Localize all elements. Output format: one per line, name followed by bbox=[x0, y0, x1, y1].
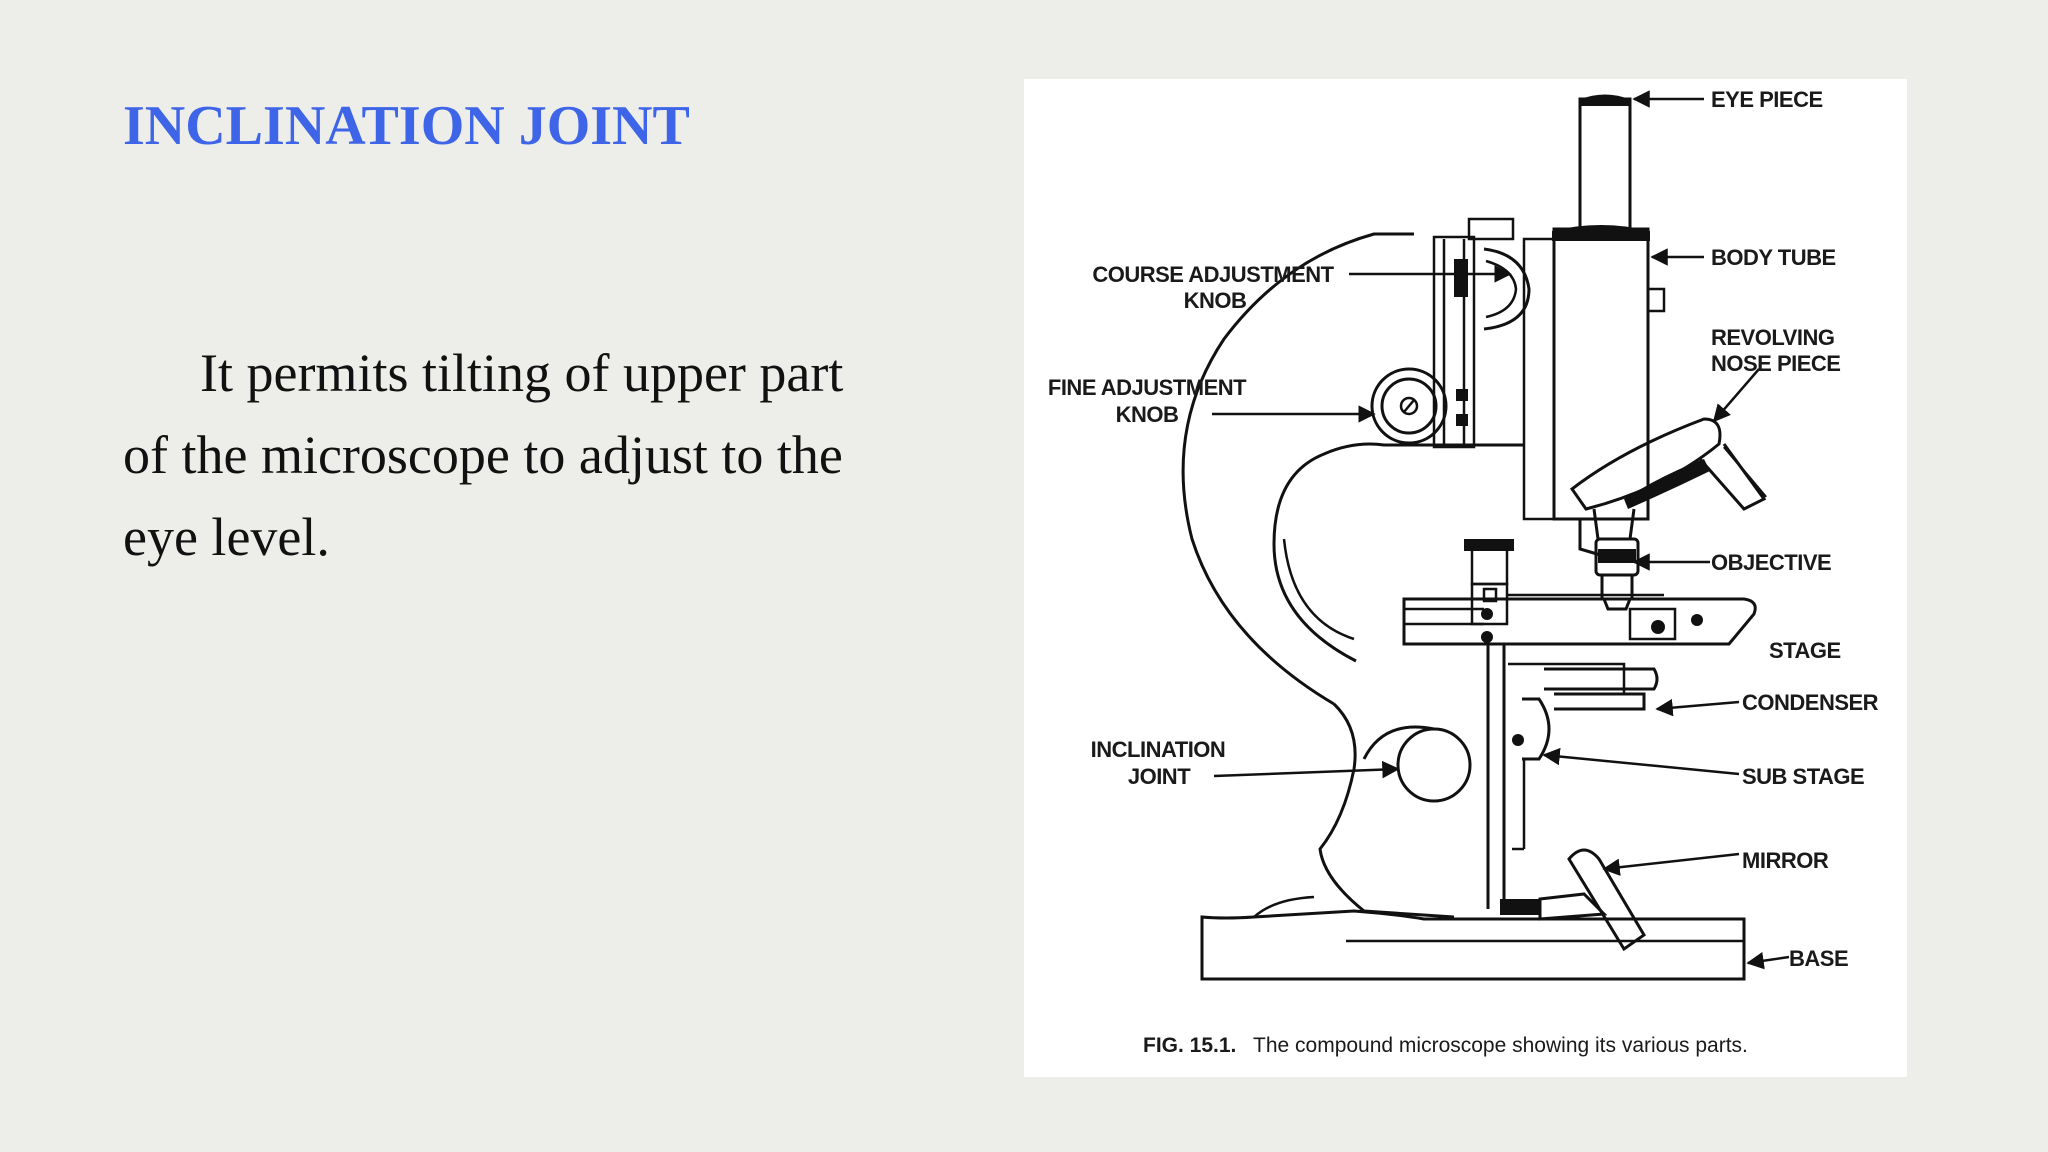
caption-text: The compound microscope showing its vari… bbox=[1253, 1034, 1748, 1057]
label-course-adjustment-line1: COURSE ADJUSTMENT bbox=[1092, 262, 1334, 287]
fine-adjustment-knob bbox=[1370, 367, 1448, 445]
caption-prefix: FIG. 15.1. bbox=[1143, 1034, 1236, 1057]
label-fine-adjustment-line2: KNOB bbox=[1116, 402, 1179, 427]
label-sub-stage: SUB STAGE bbox=[1742, 764, 1864, 789]
slide-body-text: It permits tilting of upper part of the … bbox=[123, 343, 844, 567]
slide-title: INCLINATION JOINT bbox=[123, 95, 690, 157]
figure-caption: FIG. 15.1. The compound microscope showi… bbox=[1143, 1034, 1748, 1057]
label-eye-piece: EYE PIECE bbox=[1711, 87, 1823, 112]
microscope-base bbox=[1200, 895, 1746, 981]
diagram-labels: EYE PIECE BODY TUBE REVOLVING NOSE PIECE… bbox=[1048, 87, 1879, 971]
label-inclination-line1: INCLINATION bbox=[1091, 737, 1226, 762]
microscope-drawing bbox=[1181, 94, 1767, 981]
stage bbox=[1402, 539, 1757, 646]
label-joint-line2: JOINT bbox=[1128, 764, 1191, 789]
label-stage: STAGE bbox=[1769, 638, 1841, 663]
label-condenser: CONDENSER bbox=[1742, 690, 1879, 715]
eyepiece bbox=[1578, 94, 1632, 231]
label-mirror: MIRROR bbox=[1742, 848, 1829, 873]
label-fine-adjustment-line1: FINE ADJUSTMENT bbox=[1048, 375, 1247, 400]
mirror bbox=[1500, 848, 1646, 952]
label-revolving-line1: REVOLVING bbox=[1711, 325, 1834, 350]
label-objective: OBJECTIVE bbox=[1711, 550, 1831, 575]
label-nose-piece-line2: NOSE PIECE bbox=[1711, 351, 1840, 376]
label-body-tube: BODY TUBE bbox=[1711, 245, 1836, 270]
label-course-adjustment-line2: KNOB bbox=[1184, 288, 1247, 313]
leader-lines bbox=[1212, 90, 1790, 970]
condenser-substage bbox=[1486, 644, 1659, 909]
microscope-pillar bbox=[1318, 702, 1472, 919]
label-base: BASE bbox=[1789, 946, 1848, 971]
microscope-arm bbox=[1181, 232, 1524, 706]
microscope-diagram: EYE PIECE BODY TUBE REVOLVING NOSE PIECE… bbox=[1048, 87, 1879, 1057]
microscope-figure: EYE PIECE BODY TUBE REVOLVING NOSE PIECE… bbox=[1024, 79, 1907, 1077]
focus-column bbox=[1432, 235, 1476, 449]
revolving-nosepiece bbox=[1569, 417, 1767, 611]
